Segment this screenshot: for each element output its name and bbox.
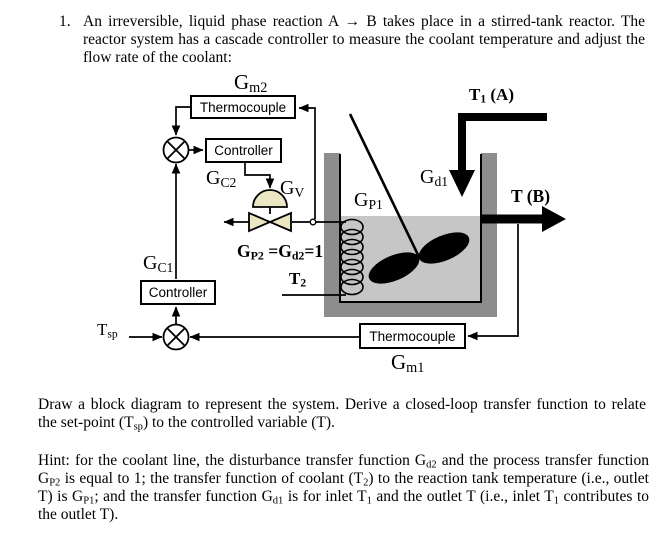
label-t-outlet: T (B) [511, 186, 551, 206]
inlet-stream-arrow [449, 113, 547, 197]
label-gc2: GC2 [206, 167, 237, 190]
control-valve-icon [248, 189, 292, 233]
problem-statement: An irreversible, liquid phase reaction A… [83, 13, 645, 66]
tank-jacket [324, 153, 497, 317]
label-gp1: GP1 [354, 189, 383, 212]
label-gm2: Gm2 [234, 70, 268, 97]
comparator-inner-icon [162, 136, 190, 164]
controller-inner-block: Controller [205, 138, 282, 163]
problem-number: 1. [59, 13, 71, 30]
outlet-stream-arrow [481, 206, 566, 232]
pipe-junction-node [309, 218, 317, 226]
stirrer-icon [348, 113, 470, 284]
comparator-outer-icon [162, 323, 190, 351]
label-t2: T2 [289, 269, 307, 290]
label-tsp: Tsp [97, 320, 118, 341]
thermocouple-bottom-block: Thermocouple [359, 323, 466, 349]
label-coolant-tf: GP2 =Gd2=1 [237, 241, 324, 263]
signal-lines [129, 103, 519, 342]
hint-paragraph: Hint: for the coolant line, the disturba… [38, 452, 649, 523]
label-gm1: Gm1 [391, 350, 425, 377]
task-paragraph: Draw a block diagram to represent the sy… [38, 396, 646, 433]
controller-outer-block: Controller [140, 280, 216, 305]
cooling-coil-icon [340, 218, 364, 296]
label-gc1: GC1 [143, 252, 174, 275]
thermocouple-top-block: Thermocouple [190, 95, 296, 119]
label-t1-inlet: T1 (A) [469, 85, 514, 106]
label-gd1: Gd1 [420, 166, 449, 189]
tank-vessel-outline [339, 154, 482, 303]
label-gv: GV [280, 177, 305, 200]
